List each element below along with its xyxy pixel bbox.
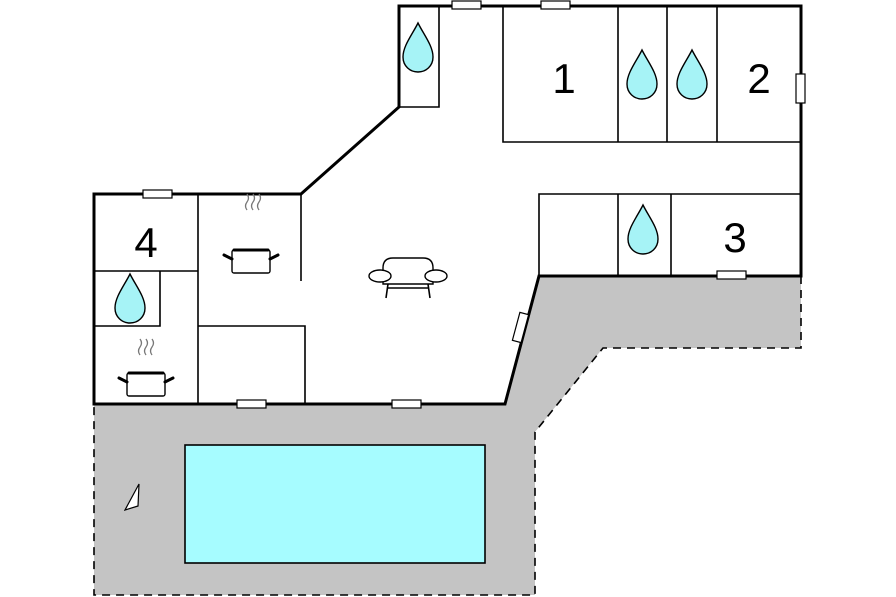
north-arrow-icon — [123, 483, 140, 512]
cooking-pot-icon — [117, 338, 175, 397]
swimming-pool — [184, 444, 486, 564]
sofa-icon — [368, 257, 448, 299]
room-label-2: 2 — [747, 55, 770, 102]
bathroom-icons — [114, 21, 708, 324]
window — [142, 189, 173, 199]
window — [451, 0, 482, 10]
room-label-4: 4 — [134, 219, 157, 266]
water-drop-icon — [626, 48, 658, 100]
window — [540, 0, 571, 10]
room-label-1: 1 — [552, 55, 575, 102]
window — [391, 399, 422, 409]
windows — [142, 0, 806, 409]
window — [716, 270, 747, 280]
water-drop-icon — [402, 21, 434, 73]
water-drop-icon — [676, 48, 708, 100]
window — [236, 399, 267, 409]
window — [795, 73, 806, 104]
window — [511, 311, 530, 344]
room-label-3: 3 — [723, 214, 746, 261]
cooking-pot-icon — [222, 193, 280, 274]
interior-walls — [94, 6, 801, 404]
water-drop-icon — [627, 203, 659, 255]
exterior-wall — [92, 4, 803, 406]
water-drop-icon — [114, 272, 146, 324]
